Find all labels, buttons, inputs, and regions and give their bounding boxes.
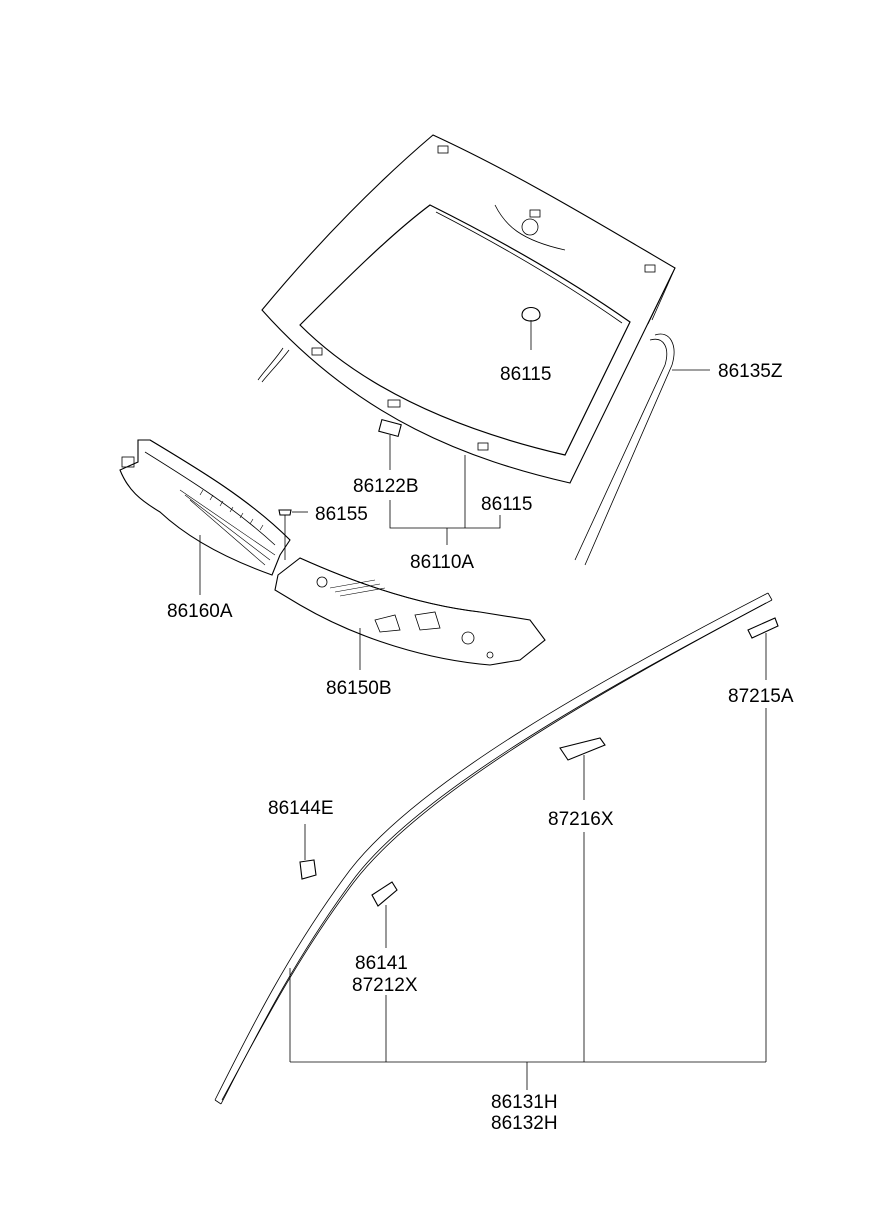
windshield-glass: [257, 134, 676, 484]
label-86150B: 86150B: [326, 678, 392, 699]
label-86115-bottom: 86115: [481, 494, 532, 515]
leader-86131H: [289, 708, 767, 1090]
label-86144E: 86144E: [268, 798, 334, 819]
clip-87215A: [747, 617, 779, 680]
label-86110A: 86110A: [410, 552, 474, 573]
label-87212X: 87212X: [352, 975, 418, 996]
molding-86131H: [214, 592, 773, 1105]
label-86115-top: 86115: [500, 364, 551, 385]
cowl-panel-86150B: [274, 557, 546, 670]
label-87215A: 87215A: [728, 686, 794, 707]
label-86131H: 86131H: [491, 1092, 558, 1113]
label-86132H: 86132H: [491, 1113, 558, 1134]
clip-86155: [278, 509, 308, 560]
label-86122B: 86122B: [353, 476, 419, 497]
label-86160A: 86160A: [167, 601, 233, 622]
pad-86122B: [378, 418, 402, 438]
cowl-cover-86160A: [119, 439, 291, 595]
label-86135Z: 86135Z: [718, 361, 783, 382]
label-86141: 86141: [355, 953, 408, 974]
nut-86144E: [299, 824, 317, 880]
clip-87216X: [559, 737, 606, 800]
clip-86141: [371, 881, 398, 948]
label-86155: 86155: [315, 504, 368, 525]
leader-86110A-bracket: [389, 500, 501, 529]
weatherstrip-86135Z: [574, 333, 710, 566]
sensor-86115: [521, 306, 541, 350]
label-87216X: 87216X: [548, 809, 614, 830]
